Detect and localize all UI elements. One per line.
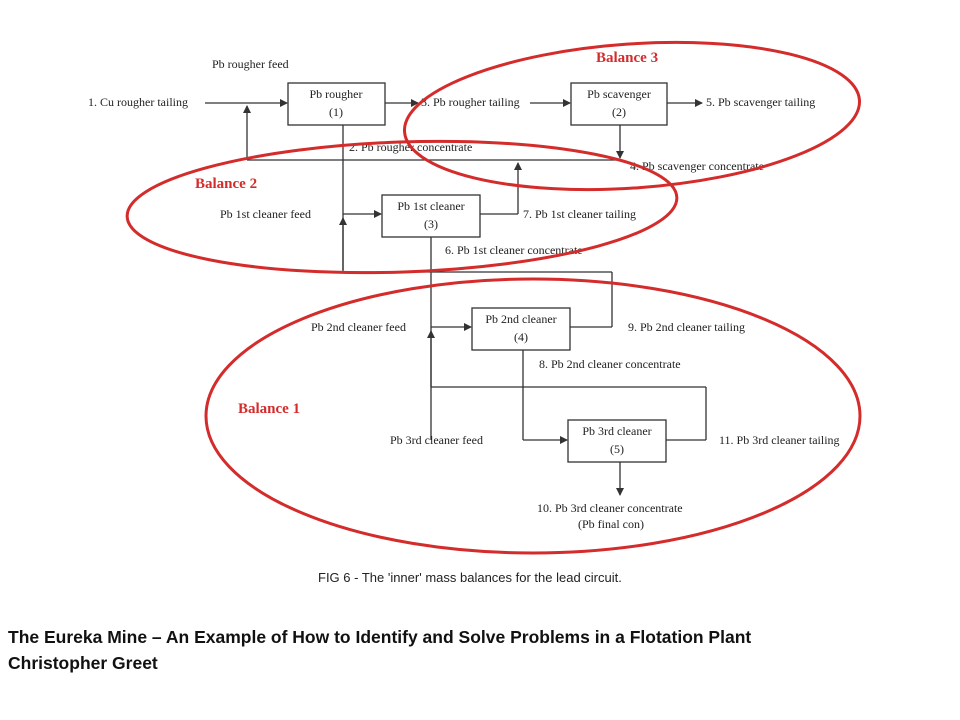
slide-footer: The Eureka Mine – An Example of How to I…: [8, 624, 952, 676]
unit-number-cleaner1: (3): [424, 217, 438, 231]
unit-label-rougher: Pb rougher: [310, 87, 363, 101]
feed-label-rougher: Pb rougher feed: [212, 57, 289, 71]
unit-number-rougher: (1): [329, 105, 343, 119]
stream-label-6: 6. Pb 1st cleaner concentrate: [445, 243, 583, 257]
stream-label-10: 10. Pb 3rd cleaner concentrate: [537, 501, 683, 515]
unit-label-cleaner3: Pb 3rd cleaner: [582, 424, 651, 438]
unit-box-cleaner1: [381, 194, 481, 238]
stream-label-9: 9. Pb 2nd cleaner tailing: [628, 320, 745, 334]
unit-box-cleaner2: [471, 307, 571, 351]
balance-2-ellipse: [125, 139, 679, 275]
balance-1-ellipse: [204, 277, 862, 555]
balance-3-ellipse: [402, 40, 862, 192]
stream-label-7: 7. Pb 1st cleaner tailing: [523, 207, 636, 221]
balance-1-label: Balance 1: [238, 401, 300, 417]
unit-label-cleaner1: Pb 1st cleaner: [397, 199, 464, 213]
feed-label-cleaner3: Pb 3rd cleaner feed: [390, 433, 483, 447]
stream-label-3: 3. Pb rougher tailing: [421, 95, 520, 109]
feed-label-cleaner1: Pb 1st cleaner feed: [220, 207, 311, 221]
unit-box-cleaner3: [567, 419, 667, 463]
unit-number-scavenger: (2): [612, 105, 626, 119]
stream-label-10-sub: (Pb final con): [578, 517, 644, 531]
unit-number-cleaner2: (4): [514, 330, 528, 344]
unit-number-cleaner3: (5): [610, 442, 624, 456]
paper-title: The Eureka Mine – An Example of How to I…: [8, 627, 752, 647]
paper-author: Christopher Greet: [8, 653, 158, 673]
feed-label-cleaner2: Pb 2nd cleaner feed: [311, 320, 406, 334]
stream-label-1: 1. Cu rougher tailing: [88, 95, 188, 109]
stream-label-8: 8. Pb 2nd cleaner concentrate: [539, 357, 681, 371]
unit-box-scavenger: [570, 82, 668, 126]
stream-label-5: 5. Pb scavenger tailing: [706, 95, 815, 109]
stream-label-4: 4. Pb scavenger concentrate: [630, 159, 764, 173]
stream-label-11: 11. Pb 3rd cleaner tailing: [719, 433, 840, 447]
flowsheet-diagram: Pb rougher (1) Pb scavenger (2) Pb 1st c…: [88, 40, 862, 585]
unit-label-cleaner2: Pb 2nd cleaner: [485, 312, 556, 326]
unit-label-scavenger: Pb scavenger: [587, 87, 651, 101]
balance-3-label: Balance 3: [596, 50, 658, 66]
balance-2-label: Balance 2: [195, 176, 257, 192]
figure-caption: FIG 6 - The 'inner' mass balances for th…: [318, 570, 622, 585]
unit-box-rougher: [287, 82, 386, 126]
